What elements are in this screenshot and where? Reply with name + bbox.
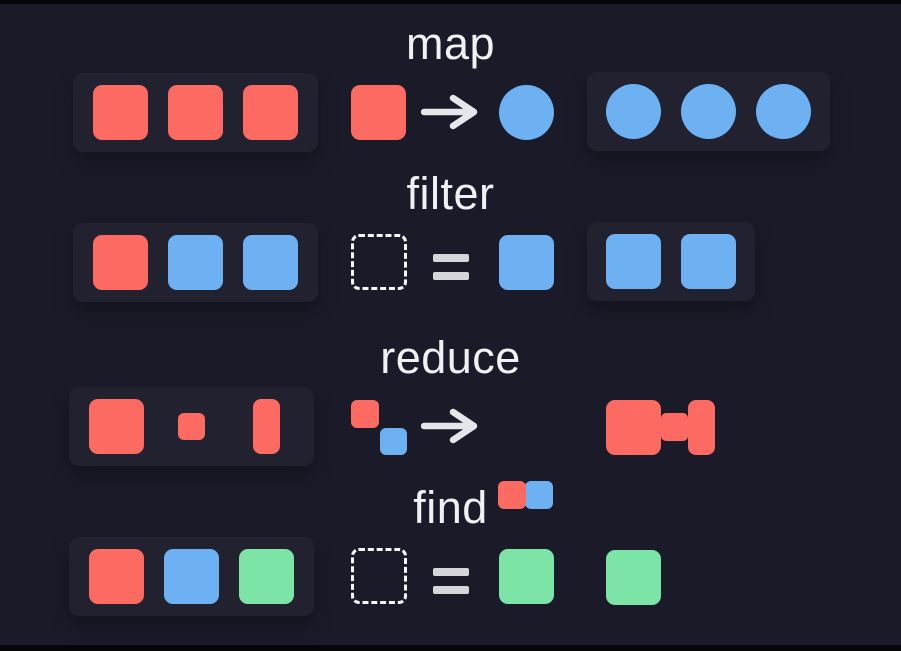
merged-big-square-part <box>606 400 661 455</box>
equals-bar <box>433 568 469 576</box>
equals-bar <box>433 586 469 594</box>
blue-square-shape <box>606 234 661 289</box>
red-square-shape <box>351 85 406 140</box>
blue-circle-shape <box>756 84 811 139</box>
array-cell <box>164 399 219 454</box>
red-square-shape <box>93 235 148 290</box>
red-square-shape <box>89 549 144 604</box>
pair-blue-square-shape <box>380 428 407 455</box>
equals-bar <box>433 272 469 280</box>
output-array-filter <box>587 222 755 301</box>
red-blue-diagonal-pair <box>351 400 407 468</box>
red-blue-merged-pair <box>498 481 553 509</box>
blue-square-shape <box>243 235 298 290</box>
red-square-shape <box>243 85 298 140</box>
array-cell <box>239 399 294 454</box>
pair-red-square-shape <box>351 400 379 428</box>
blue-square-shape <box>168 235 223 290</box>
find-label: find <box>413 482 488 533</box>
equals-bar <box>433 254 469 262</box>
red-square-shape <box>89 399 144 454</box>
blue-square-shape <box>499 235 554 290</box>
small-red-square-shape <box>178 413 205 440</box>
output-array-map <box>587 72 830 151</box>
diagram-row-reduce: reduce <box>0 0 901 509</box>
blue-circle-shape <box>499 85 554 140</box>
letterbox-bottom <box>0 645 901 651</box>
letterbox-top <box>0 0 901 4</box>
reduce-label: reduce <box>380 332 521 383</box>
filter-label: filter <box>406 168 495 219</box>
input-array-map <box>73 73 318 152</box>
dashed-placeholder-icon <box>351 234 407 290</box>
input-array-find <box>69 537 314 616</box>
equals-icon <box>433 254 469 280</box>
equals-icon <box>433 568 469 594</box>
green-square-shape <box>606 550 661 605</box>
arrow-icon <box>420 408 479 449</box>
output-reduce <box>606 400 715 455</box>
map-label: map <box>405 18 496 69</box>
blue-circle-shape <box>681 84 736 139</box>
reduced-merged-shape <box>606 400 715 455</box>
green-square-shape <box>499 549 554 604</box>
tall-red-rect-shape <box>253 399 280 454</box>
merged-tall-rect-part <box>688 400 715 455</box>
pair-blue-square-shape <box>525 481 553 509</box>
input-array-reduce <box>69 387 314 466</box>
input-array-filter <box>73 223 318 302</box>
green-square-shape <box>239 549 294 604</box>
arrow-icon <box>420 94 479 135</box>
merged-connector-part <box>661 413 688 441</box>
blue-square-shape <box>681 234 736 289</box>
blue-square-shape <box>164 549 219 604</box>
red-square-shape <box>168 85 223 140</box>
blue-circle-shape <box>606 84 661 139</box>
pair-red-square-shape <box>498 481 526 509</box>
output-find <box>606 550 661 605</box>
dashed-placeholder-icon <box>351 548 407 604</box>
red-square-shape <box>93 85 148 140</box>
